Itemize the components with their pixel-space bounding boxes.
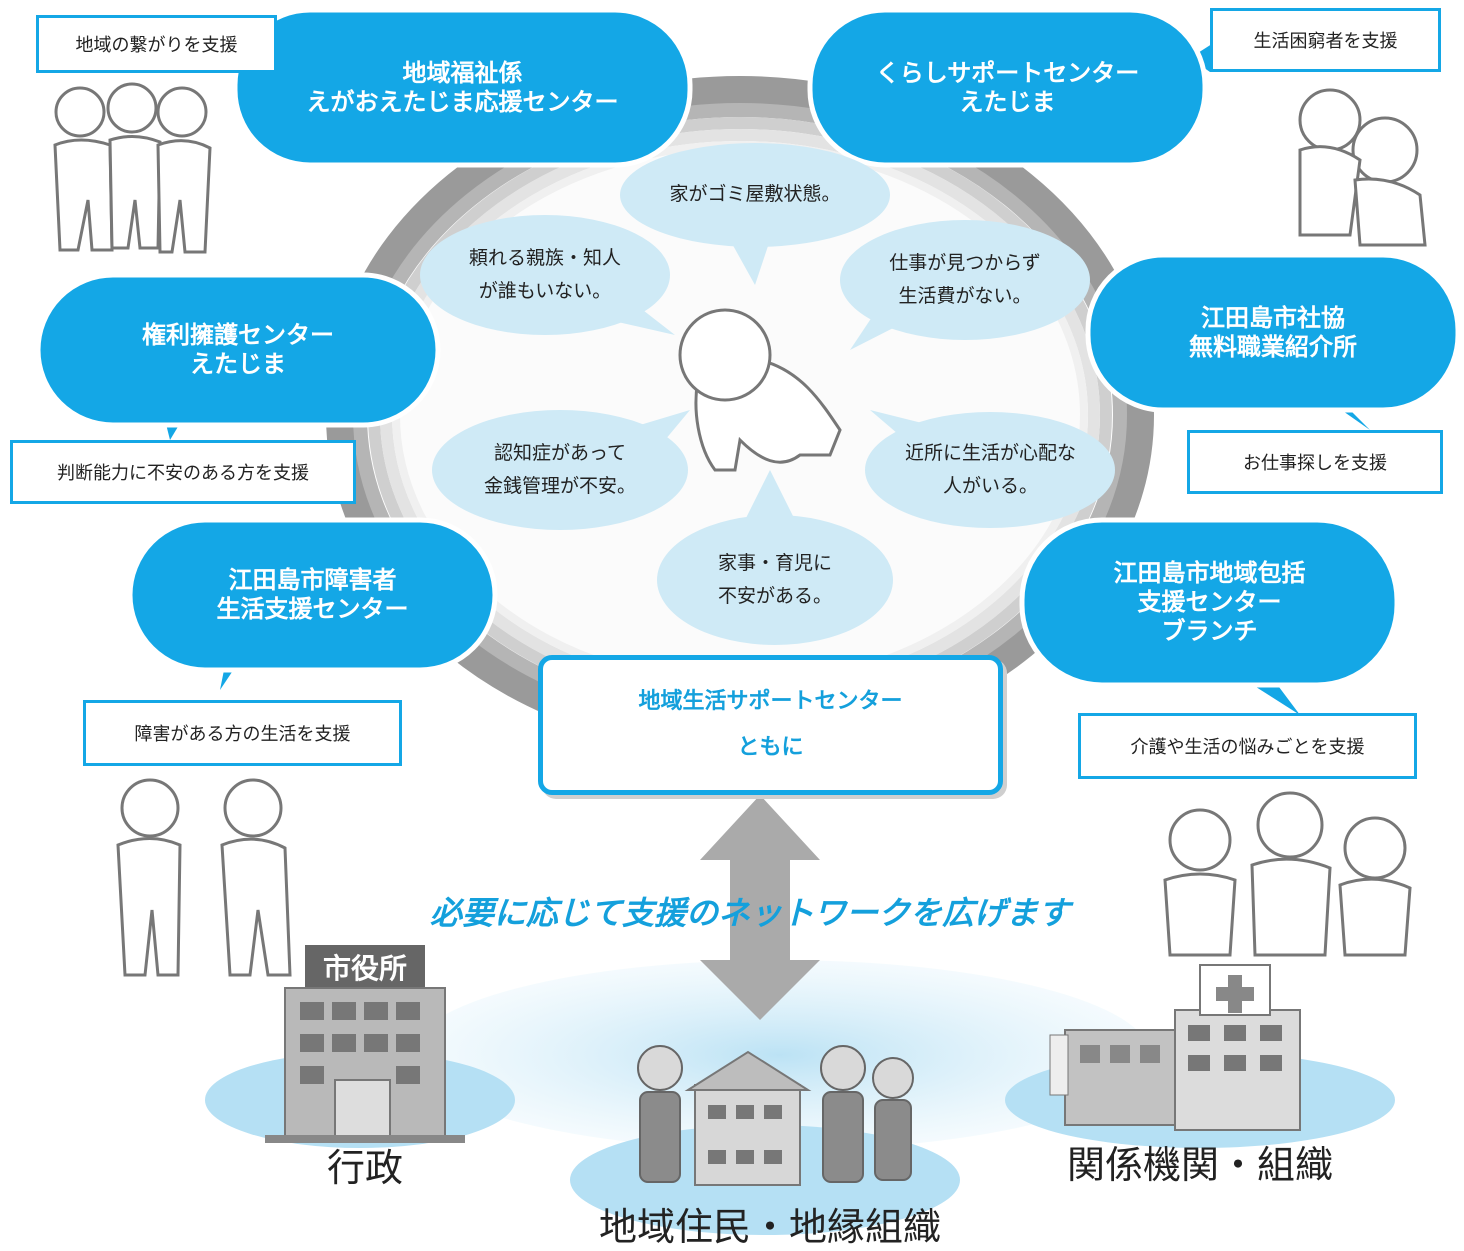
agency-pills [35,7,1461,688]
agency-title-6: 江田島市地域包括 支援センター ブランチ [1113,559,1306,645]
people-talking [116,778,292,977]
concern-4: 認知症があって 金銭管理が不安。 [483,441,636,497]
agency-title-5: 江田島市障害者 生活支援センター [216,566,409,623]
agency-title-4: 江田島市社協 無料職業紹介所 [1189,303,1357,361]
agency-note-6: 介護や生活の悩みごとを支援 [1078,713,1417,779]
city-hall-sign: 市役所 [322,952,407,985]
city-hall-building [265,945,465,1143]
group-discussion [1163,791,1412,957]
ground-label-right: 関係機関・組織 [1066,1143,1333,1187]
concern-2: 頼れる親族・知人 が誰もいない。 [468,246,621,302]
agency-note-4: お仕事探しを支援 [1187,430,1443,494]
slogan: 必要に応じて支援のネットワークを広げます [429,894,1070,932]
concern-6: 家事・育児に 不安がある。 [717,551,832,607]
center-title-line-1: 地域生活サポートセンター [638,688,903,714]
agency-note-2: 生活困窮者を支援 [1210,8,1441,72]
agency-title-3: 権利擁護センター えたじま [142,321,334,378]
concern-bubbles [420,143,1115,645]
concern-3: 仕事が見つからず 生活費がない。 [889,251,1041,307]
center-box: 地域生活サポートセンター ともに [538,655,1003,795]
concern-5: 近所に生活が心配な 人がいる。 [904,441,1076,497]
distressed-person [678,308,842,472]
agency-note-1: 地域の繋がりを支援 [36,15,277,73]
people-crouching [1298,88,1427,247]
agency-note-5: 障害がある方の生活を支援 [83,700,402,766]
ground-label-left: 行政 [326,1146,403,1190]
hospital-building [1049,964,1301,1131]
ground-label-center: 地域住民・地縁組織 [598,1205,941,1249]
tail-a2 [1190,42,1215,72]
center-title-line-2: ともに [737,735,804,760]
residents-and-house [637,1045,914,1186]
agency-title-2: くらしサポートセンター えたじま [875,58,1140,116]
ground-wide [410,960,1150,1150]
agency-title-1: 地域福祉係 えがおえたじま応援センター [306,58,619,116]
people-joining-hands [53,82,212,254]
agency-note-3: 判断能力に不安のある方を支援 [10,440,356,504]
concern-1: 家がゴミ屋敷状態。 [669,183,841,206]
double-arrow [700,795,820,1020]
